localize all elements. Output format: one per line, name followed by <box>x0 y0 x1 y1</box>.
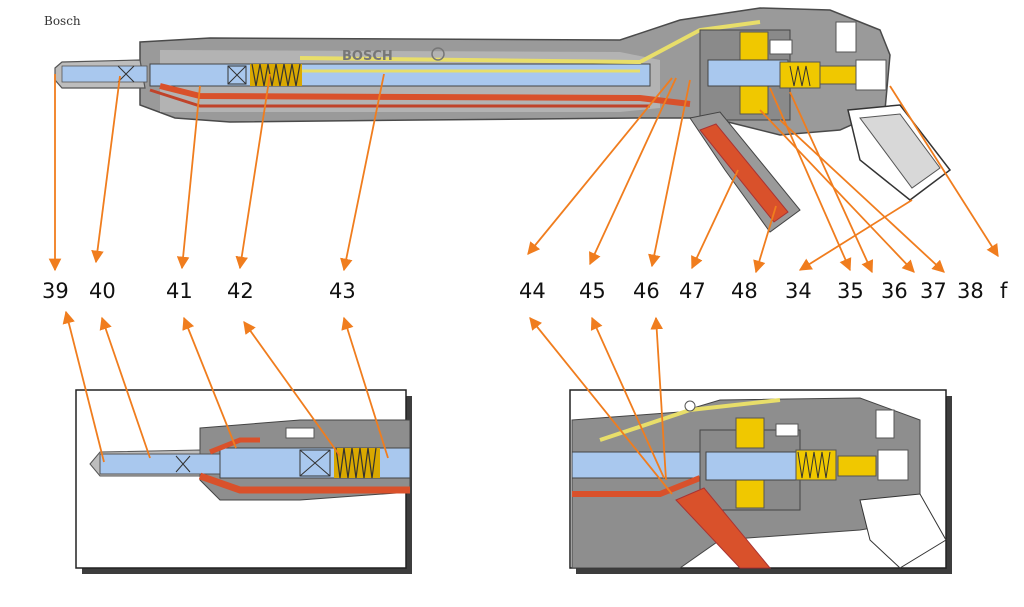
valve-detail-inset <box>569 389 952 574</box>
callout-39: 39 <box>42 279 69 303</box>
callout-arrows-right-inset <box>529 316 673 495</box>
callout-36: 36 <box>881 279 908 303</box>
brand-label: BOSCH <box>342 49 393 64</box>
solenoid-valve <box>699 21 887 121</box>
nozzle-detail-inset <box>75 389 412 574</box>
nozzle-spring <box>250 63 302 87</box>
callout-38: 38 <box>957 279 984 303</box>
nozzle-needle <box>149 63 651 87</box>
image-credit: Bosch <box>44 14 81 28</box>
callout-47: 47 <box>679 279 706 303</box>
callout-42: 42 <box>227 279 254 303</box>
callout-arrows-left-inset <box>62 310 389 463</box>
callout-43: 43 <box>329 279 356 303</box>
main-injector: BOSCH <box>54 7 952 233</box>
callout-37: 37 <box>920 279 947 303</box>
leak-oil-passage <box>299 20 761 65</box>
callout-44: 44 <box>519 279 546 303</box>
callout-35: 35 <box>837 279 864 303</box>
callout-arrows-main <box>48 73 999 274</box>
callout-45: 45 <box>579 279 606 303</box>
callout-f: f <box>1000 279 1008 303</box>
callout-34: 34 <box>785 279 812 303</box>
callout-41: 41 <box>166 279 193 303</box>
callout-48: 48 <box>731 279 758 303</box>
callout-numbers: 39 40 41 42 43 44 45 46 47 48 34 35 36 3… <box>42 279 1008 303</box>
callout-40: 40 <box>89 279 116 303</box>
callout-46: 46 <box>633 279 660 303</box>
